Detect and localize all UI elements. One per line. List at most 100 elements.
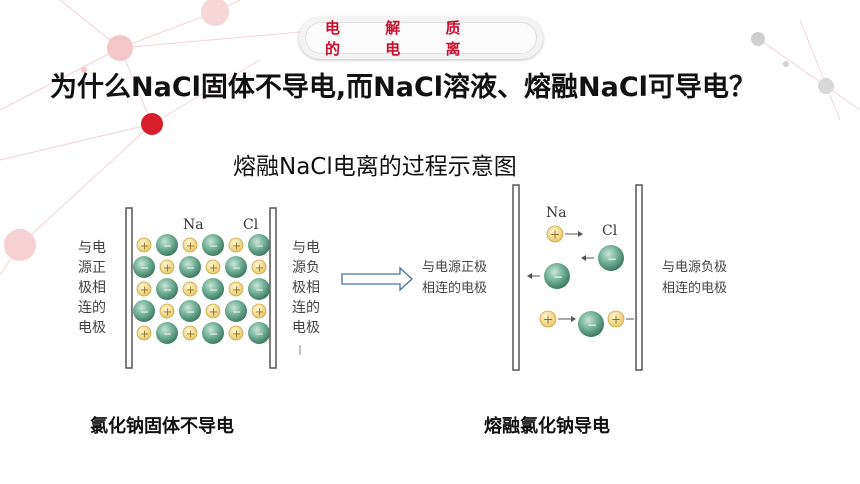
svg-text:−: −: [232, 262, 241, 275]
title-banner-inner: 电 解 质 的 电 离: [305, 19, 537, 58]
svg-text:+: +: [255, 306, 264, 319]
anion: −: [156, 322, 178, 344]
svg-text:+: +: [232, 328, 241, 341]
cation: +: [228, 325, 244, 341]
svg-text:−: −: [209, 284, 218, 297]
anion: −: [156, 234, 178, 256]
svg-text:相连的电极: 相连的电极: [662, 280, 727, 296]
svg-text:+: +: [543, 313, 553, 327]
svg-text:+: +: [209, 306, 218, 319]
svg-text:−: −: [209, 328, 218, 341]
anion: −: [248, 234, 270, 256]
molten-nacl-label: 熔融氯化钠导电: [484, 416, 610, 437]
svg-text:−: −: [186, 306, 195, 319]
svg-text:电极: 电极: [292, 320, 320, 336]
svg-text:−: −: [140, 306, 149, 319]
anion: −: [225, 256, 247, 278]
svg-text:源正: 源正: [78, 260, 106, 276]
svg-text:−: −: [255, 284, 264, 297]
svg-text:−: −: [232, 306, 241, 319]
cation: +: [136, 325, 152, 341]
cation: +: [539, 310, 576, 328]
svg-text:−: −: [553, 270, 563, 284]
svg-text:+: +: [186, 284, 195, 297]
positive-electrode-label-right: 与电源正极 相连的电极: [422, 260, 487, 296]
cation: +: [182, 281, 198, 297]
na-ion-label: Na: [183, 217, 204, 233]
svg-text:连的: 连的: [78, 300, 106, 316]
svg-text:−: −: [186, 262, 195, 275]
cation: +: [228, 281, 244, 297]
svg-text:+: +: [255, 262, 264, 275]
svg-text:+: +: [232, 240, 241, 253]
svg-text:相连的电极: 相连的电极: [422, 280, 487, 296]
anion: −: [202, 278, 224, 300]
cation: +: [251, 303, 267, 319]
svg-text:−: −: [587, 318, 597, 332]
anion: −: [133, 256, 155, 278]
anion: −: [225, 300, 247, 322]
anion: −: [581, 245, 624, 271]
svg-text:电极: 电极: [78, 320, 106, 336]
svg-text:与电源正极: 与电源正极: [422, 260, 487, 275]
molten-nacl-diagram: Na Cl + − − + −: [422, 184, 727, 371]
cl-ion-label: Cl: [243, 217, 259, 233]
anion: −: [578, 311, 604, 337]
na-ion-label-right: Na: [546, 205, 567, 221]
svg-text:−: −: [255, 328, 264, 341]
svg-text:源负: 源负: [292, 260, 320, 276]
anion: −: [248, 322, 270, 344]
cation: +: [205, 303, 221, 319]
cation: +: [228, 237, 244, 253]
cation: +: [546, 225, 583, 243]
svg-text:−: −: [209, 240, 218, 253]
anion: −: [248, 278, 270, 300]
cation: +: [136, 237, 152, 253]
svg-text:−: −: [163, 328, 172, 341]
anion: −: [527, 263, 570, 289]
svg-text:−: −: [140, 262, 149, 275]
svg-text:+: +: [186, 240, 195, 253]
svg-text:+: +: [186, 328, 195, 341]
diagram-caption: 熔融NaCl电离的过程示意图: [233, 154, 517, 180]
arrow-icon: [341, 266, 413, 292]
svg-text:与电: 与电: [292, 240, 320, 256]
cation: +: [607, 310, 634, 328]
positive-electrode-label: 与电 源正 极相 连的 电极: [78, 240, 106, 336]
anion: −: [133, 300, 155, 322]
svg-text:+: +: [209, 262, 218, 275]
svg-text:连的: 连的: [292, 300, 320, 316]
svg-text:与电: 与电: [78, 240, 106, 256]
negative-electrode-plate: [269, 207, 277, 369]
svg-text:+: +: [550, 228, 560, 242]
anion: −: [202, 234, 224, 256]
svg-text:+: +: [140, 240, 149, 253]
cation: +: [182, 325, 198, 341]
negative-electrode-label: 与电 源负 极相 连的 电极: [292, 240, 320, 336]
svg-text:+: +: [232, 284, 241, 297]
svg-text:−: −: [255, 240, 264, 253]
svg-text:与电源负极: 与电源负极: [662, 260, 727, 275]
svg-text:+: +: [611, 313, 621, 327]
title-banner: 电 解 质 的 电 离: [299, 17, 543, 59]
ion-lattice: +−+−+−−+−+−++−+−+−−+−+−++−+−+−: [133, 234, 270, 344]
anion: −: [202, 322, 224, 344]
svg-text:+: +: [163, 262, 172, 275]
svg-text:−: −: [607, 252, 617, 266]
cation: +: [159, 259, 175, 275]
cl-ion-label-right: Cl: [602, 223, 618, 239]
svg-text:−: −: [163, 240, 172, 253]
svg-text:+: +: [140, 328, 149, 341]
negative-electrode-plate-right: [635, 184, 643, 371]
negative-electrode-label-right: 与电源负极 相连的电极: [662, 260, 727, 296]
anion: −: [156, 278, 178, 300]
cation: +: [182, 237, 198, 253]
cation: +: [136, 281, 152, 297]
svg-text:−: −: [163, 284, 172, 297]
positive-electrode-plate-right: [512, 184, 520, 371]
svg-text:极相: 极相: [78, 280, 106, 296]
page-title: 电 解 质 的 电 离: [325, 19, 481, 58]
svg-text:+: +: [163, 306, 172, 319]
